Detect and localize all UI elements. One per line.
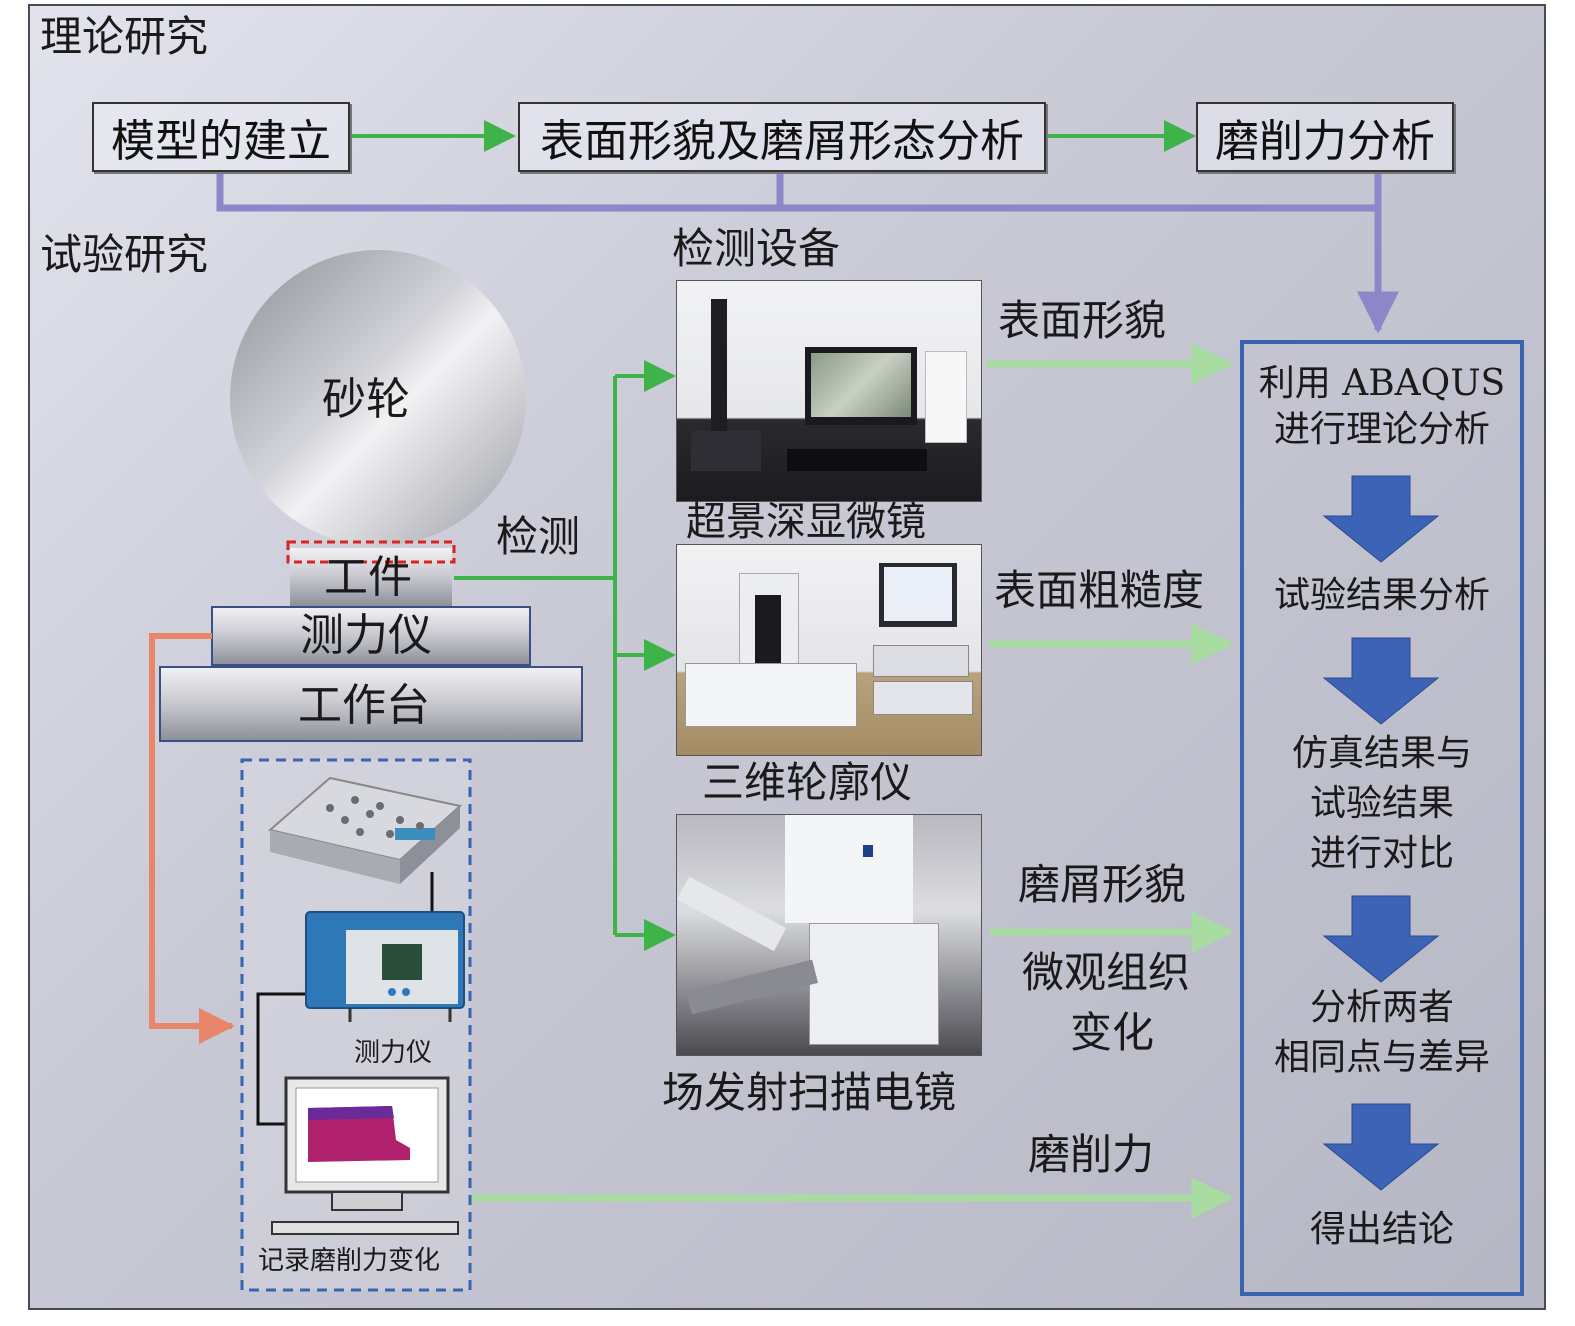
flow-step1-line2: 进行理论分析 — [1273, 409, 1490, 450]
roughness-label: 表面粗糙度 — [994, 566, 1205, 615]
section-experiment-label: 试验研究 — [40, 230, 209, 279]
flow-arrows — [1322, 475, 1440, 1191]
flow-arrow-3 — [1322, 895, 1440, 983]
sem-photo — [676, 814, 982, 1056]
section-theory-label: 理论研究 — [40, 12, 209, 61]
grinding-wheel-label: 砂轮 — [322, 374, 410, 425]
keyboard — [271, 1221, 459, 1235]
model-building-box: 模型的建立 — [92, 102, 350, 172]
flow-step2: 试验结果分析 — [1273, 575, 1490, 616]
flow-arrow-2 — [1322, 637, 1440, 725]
microstructure-label-line1: 微观组织 — [1022, 948, 1191, 997]
orange-signal-line — [149, 633, 235, 1044]
detect-label: 检测 — [496, 512, 581, 561]
dynamometer-label: 测力仪 — [300, 610, 432, 661]
flow-arrow-1 — [1322, 475, 1440, 563]
purple-bus — [216, 172, 1378, 212]
dynamometer-shape — [211, 606, 531, 666]
charge-amplifier-screen — [382, 944, 422, 980]
dynamometer-device-front — [400, 806, 460, 884]
chip-morphology-label: 磨屑形貌 — [1018, 860, 1187, 909]
morphology-label: 表面形貌 — [998, 296, 1167, 345]
worktable-shape — [159, 666, 583, 742]
force-measure-label: 磨削力 — [1028, 1130, 1155, 1179]
workpiece-shape — [290, 548, 452, 606]
dynamometer-device-label — [395, 828, 435, 840]
recorder-record-label: 记录磨削力变化 — [258, 1246, 441, 1276]
dynamometer-device-side — [270, 830, 400, 884]
force-curve-plot — [308, 1106, 410, 1162]
flow-step3-line3: 进行对比 — [1309, 833, 1454, 874]
force-analysis-box: 磨削力分析 — [1196, 102, 1454, 172]
microstructure-label-line2: 变化 — [1070, 1008, 1155, 1057]
cable-amp-pc — [256, 992, 306, 1126]
worktable-label: 工作台 — [298, 680, 430, 731]
microscope-label: 超景深显微镜 — [686, 499, 926, 545]
flow-step3-line1: 仿真结果与 — [1291, 733, 1472, 774]
surface-chip-analysis-box: 表面形貌及磨屑形态分析 — [518, 102, 1046, 172]
equipment-title: 检测设备 — [672, 224, 841, 273]
flow-arrow-4 — [1322, 1103, 1440, 1191]
contact-zone-highlight — [286, 540, 456, 564]
grinding-wheel-shape — [230, 250, 526, 546]
force-curve-plot-top — [308, 1106, 394, 1120]
microscope-photo — [676, 280, 982, 502]
profiler-photo — [676, 544, 982, 756]
flow-step5: 得出结论 — [1309, 1209, 1454, 1250]
flow-step1-line1: 利用 ABAQUS — [1258, 363, 1506, 404]
profiler-label: 三维轮廓仪 — [702, 758, 913, 807]
analysis-flow-panel — [1240, 340, 1524, 1296]
dynamometer-device-holes — [326, 796, 424, 838]
flow-step4-line2: 相同点与差异 — [1273, 1037, 1490, 1078]
recorder-dynamometer-label: 测力仪 — [354, 1038, 433, 1068]
workpiece-label: 工件 — [324, 552, 412, 603]
flow-step3-line2: 试验结果 — [1309, 783, 1454, 824]
flow-step4-line1: 分析两者 — [1309, 987, 1454, 1028]
pc-stand — [331, 1191, 403, 1211]
sem-label: 场发射扫描电镜 — [662, 1068, 957, 1117]
